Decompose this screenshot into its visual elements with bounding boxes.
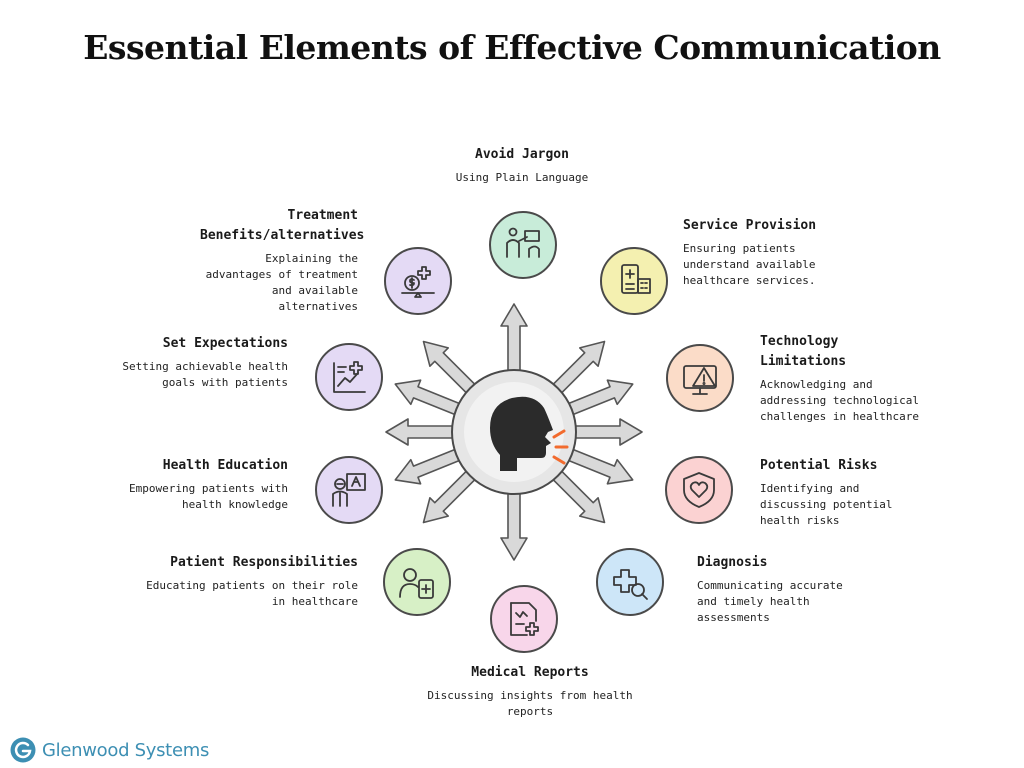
item-title: Set Expectations: [162, 336, 288, 351]
item-node-patient-responsibilities: [383, 548, 451, 616]
item-description: Explaining the advantages of treatment a…: [205, 252, 358, 313]
item-description: Communicating accurate and timely health…: [697, 579, 843, 624]
item-node-potential-risks: [665, 456, 733, 524]
chart-goal-icon: [333, 361, 366, 393]
item-node-set-expectations: [315, 343, 383, 411]
patient-clipboard-icon: [399, 568, 434, 599]
arrow-spoke: [564, 379, 634, 417]
medical-report-icon: [510, 602, 539, 636]
item-node-treatment-benefits: [384, 247, 452, 315]
shield-heart-icon: [683, 472, 715, 508]
item-title: Service Provision: [683, 218, 817, 233]
item-node-health-education: [315, 456, 383, 524]
item-description: Acknowledging and addressing technologic…: [760, 378, 919, 423]
item-node-avoid-jargon: [489, 211, 557, 279]
item-description: Using Plain Language: [455, 171, 589, 184]
arrow-spoke: [385, 418, 457, 446]
item-title: Potential Risks: [760, 458, 878, 473]
page-title: Essential Elements of Effective Communic…: [83, 28, 941, 67]
presenter-icon: [506, 227, 540, 258]
hospital-icon: [621, 264, 651, 294]
item-description: Setting achievable health goals with pat…: [122, 360, 288, 389]
monitor-warning-icon: [683, 365, 717, 395]
arrow-spoke: [549, 467, 606, 524]
glenwood-logo-icon: [10, 737, 36, 763]
item-node-diagnosis: [596, 548, 664, 616]
arrow-spokes: [385, 303, 643, 561]
medical-search-icon: [613, 569, 648, 600]
item-circle: [315, 343, 383, 411]
arrow-spoke: [422, 467, 479, 524]
arrow-spoke: [564, 447, 634, 485]
item-title: Patient Responsibilities: [170, 555, 358, 570]
teacher-board-icon: [332, 473, 366, 507]
item-description: Educating patients on their role in heal…: [146, 579, 358, 608]
arrow-spoke: [394, 379, 464, 417]
item-node-technology-limitations: [666, 344, 734, 412]
arrow-spoke: [500, 303, 528, 375]
item-circle: [600, 247, 668, 315]
item-circles: [315, 211, 734, 653]
item-circle: [490, 585, 558, 653]
arrow-spoke: [549, 340, 606, 397]
item-circle: [383, 548, 451, 616]
arrow-spoke: [422, 340, 479, 397]
arrow-spoke: [571, 418, 643, 446]
item-description: Identifying and discussing potential hea…: [760, 482, 893, 527]
item-description: Ensuring patients understand available h…: [683, 242, 816, 287]
item-circle: [489, 211, 557, 279]
brand-name: Glenwood Systems: [42, 739, 210, 761]
central-hub: [451, 369, 577, 495]
brand-logo: Glenwood Systems: [10, 735, 209, 765]
arrow-spoke: [394, 447, 464, 485]
item-description: Empowering patients with health knowledg…: [129, 482, 288, 511]
item-node-medical-reports: [490, 585, 558, 653]
item-title: Technology Limitations: [760, 334, 847, 369]
balance-scale-icon: [401, 266, 435, 298]
item-title: Treatment Benefits/alternatives: [200, 208, 365, 243]
item-title: Avoid Jargon: [475, 147, 569, 162]
item-circle: [665, 456, 733, 524]
item-description: Discussing insights from health reports: [427, 689, 633, 718]
item-circle: [596, 548, 664, 616]
item-title: Medical Reports: [471, 665, 589, 680]
item-title: Health Education: [162, 458, 288, 473]
item-node-service-provision: [600, 247, 668, 315]
arrow-spoke: [500, 489, 528, 561]
speaking-head-icon: [490, 396, 569, 471]
item-title: Diagnosis: [697, 555, 768, 570]
